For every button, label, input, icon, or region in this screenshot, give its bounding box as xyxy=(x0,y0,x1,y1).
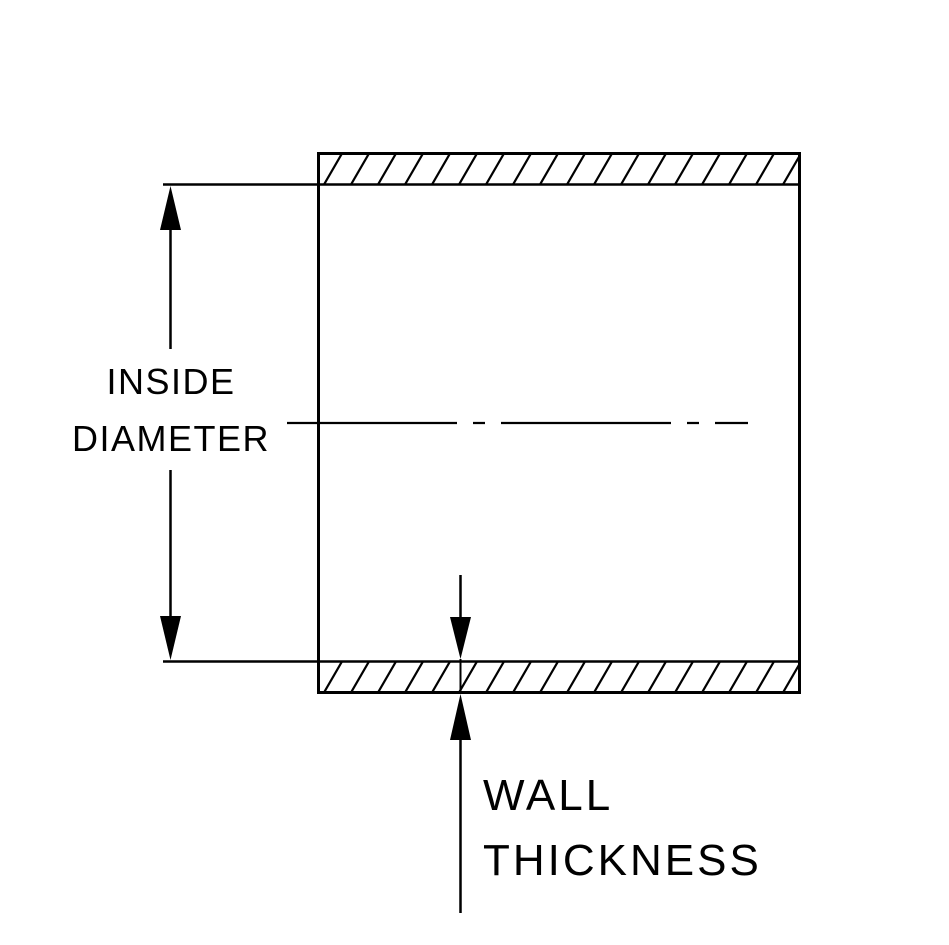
inside-diameter-arrow-down xyxy=(160,616,181,660)
inside-diameter-label-line2: DIAMETER xyxy=(72,418,270,459)
wall-thickness-label-line1: WALL xyxy=(483,771,613,820)
wall-thickness-label-line2: THICKNESS xyxy=(483,836,762,885)
inside-diameter-label-line1: INSIDE xyxy=(106,361,235,402)
bottom-wall-hatch xyxy=(320,662,798,691)
wall-thickness-arrow-down xyxy=(450,617,471,659)
top-wall-hatch xyxy=(320,155,798,184)
inside-diameter-arrow-up xyxy=(160,186,181,230)
wall-thickness-arrow-up xyxy=(450,694,471,740)
